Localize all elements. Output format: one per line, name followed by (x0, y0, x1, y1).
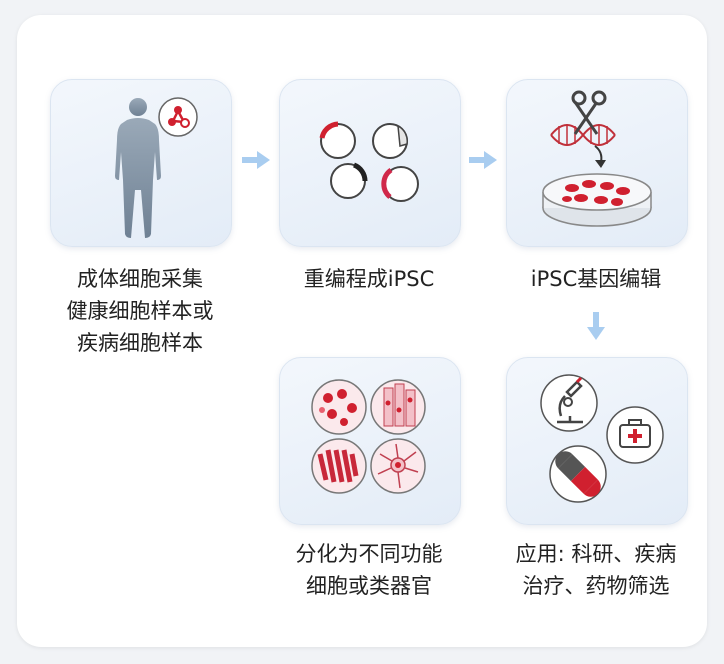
label-line: 应用: 科研、疾病 (515, 542, 677, 566)
tile-differentiation (279, 357, 461, 525)
label-line: 重编程成iPSC (303, 267, 435, 291)
label-applications: 应用: 科研、疾病 治疗、药物筛选 (486, 538, 706, 602)
arrow-right-2 (469, 151, 497, 169)
cell-types-icon (311, 379, 426, 494)
pill-capsule-icon (549, 445, 607, 503)
microscope-icon (540, 374, 598, 432)
scissors-icon (571, 90, 607, 135)
label-gene-editing: iPSC基因编辑 (486, 263, 706, 295)
label-line: 疾病细胞样本 (77, 331, 203, 355)
tile-reprogramming (279, 79, 461, 247)
first-aid-kit-icon (606, 406, 664, 464)
label-line: 成体细胞采集 (77, 267, 203, 291)
label-line: 健康细胞样本或 (66, 299, 214, 323)
tile-cell-collection (50, 79, 232, 247)
label-cell-collection: 成体细胞采集 健康细胞样本或 疾病细胞样本 (30, 263, 250, 359)
label-line: iPSC基因编辑 (530, 267, 662, 291)
label-differentiation: 分化为不同功能 细胞或类器官 (259, 538, 479, 602)
label-line: 治疗、药物筛选 (522, 574, 670, 598)
tile-gene-editing (506, 79, 688, 247)
label-line: 细胞或类器官 (306, 574, 432, 598)
dna-strand-icon (550, 124, 616, 146)
petri-dish-icon (542, 173, 652, 227)
arrow-down (587, 312, 605, 340)
tile-applications (506, 357, 688, 525)
arrow-right-1 (242, 151, 270, 169)
human-silhouette-icon (115, 97, 198, 238)
plasmid-rings-icon (319, 121, 419, 202)
molecule-icon (158, 97, 198, 137)
label-line: 分化为不同功能 (295, 542, 443, 566)
label-reprogramming: 重编程成iPSC (259, 263, 479, 295)
